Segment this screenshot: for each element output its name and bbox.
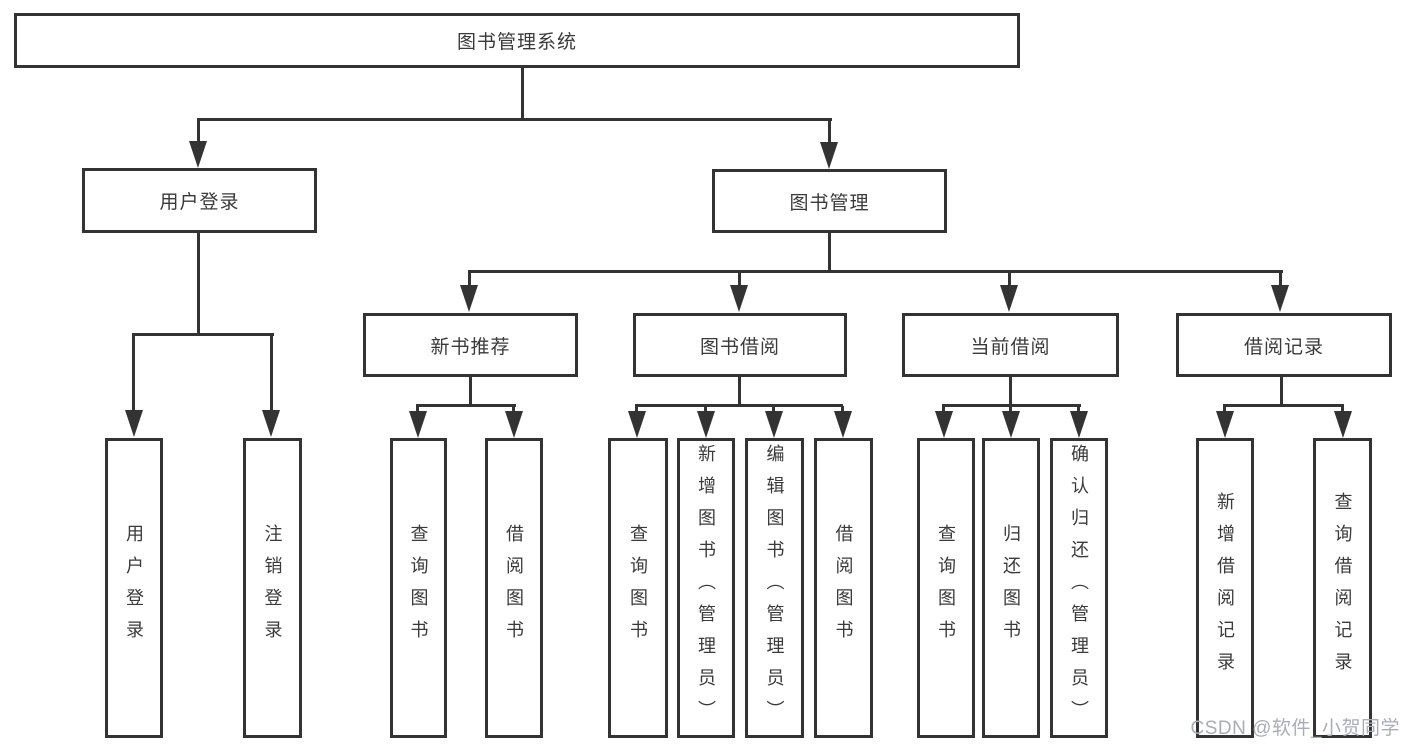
leaf-label: 注销登录 [262, 524, 283, 652]
connector-drop [416, 406, 419, 413]
node-user-login-leaf: 用户登录 [105, 438, 163, 738]
arrow-down-icon [189, 141, 207, 168]
arrow-down-icon [765, 411, 783, 438]
leaf-label: 查询图书 [628, 524, 648, 652]
leaf-label: 确认归还（管理员） [1069, 444, 1089, 732]
leaf-label: 用户登录 [124, 524, 144, 652]
node-library-management-system: 图书管理系统 [14, 13, 1020, 68]
node-current-borrowing: 当前借阅 [902, 313, 1119, 377]
leaf-label: 新增借阅记录 [1215, 492, 1235, 684]
node-borrowing-records: 借阅记录 [1176, 313, 1392, 377]
connector-drop [1077, 406, 1080, 413]
connector-drop [270, 335, 273, 410]
arrow-down-icon [460, 285, 478, 312]
arrow-down-icon [409, 411, 427, 438]
node-return-books-leaf: 归还图书 [982, 438, 1040, 738]
arrow-down-icon [697, 411, 715, 438]
node-new-book-recommendation: 新书推荐 [363, 313, 578, 377]
csdn-watermark: CSDN @软件_小贺同学 [1190, 718, 1400, 739]
node-book-management: 图书管理 [712, 169, 947, 233]
connector-drop [772, 406, 775, 413]
connector-drop-user-login [197, 120, 200, 142]
connector-drop [1279, 272, 1282, 286]
connector-drop [704, 406, 707, 413]
leaf-label: 借阅图书 [504, 524, 524, 652]
node-query-borrow-record-leaf: 查询借阅记录 [1313, 438, 1372, 738]
arrow-down-icon [834, 411, 852, 438]
node-query-books-leaf: 查询图书 [608, 438, 668, 738]
arrow-down-icon [125, 410, 143, 437]
connector-drop [468, 272, 471, 286]
connector-stem [469, 376, 472, 407]
arrow-down-icon [1334, 411, 1352, 438]
node-query-books-leaf: 查询图书 [917, 438, 975, 738]
connector-drop [635, 406, 638, 413]
node-borrow-books-leaf: 借阅图书 [485, 438, 543, 738]
arrow-down-icon [1271, 285, 1289, 312]
arrow-down-icon [730, 285, 748, 312]
node-add-books-admin-leaf: 新增图书（管理员） [677, 438, 735, 738]
connector-stem [738, 376, 741, 407]
connector-drop [1223, 406, 1226, 413]
connector-level3-rail [468, 270, 1283, 273]
connector-drop-book-management [828, 120, 831, 143]
node-edit-books-admin-leaf: 编辑图书（管理员） [745, 438, 804, 738]
connector-root-stem [521, 68, 524, 120]
arrow-down-icon [628, 411, 646, 438]
node-confirm-return-admin-leaf: 确认归还（管理员） [1050, 438, 1108, 738]
arrow-down-icon [1070, 411, 1088, 438]
node-add-borrow-record-leaf: 新增借阅记录 [1196, 438, 1254, 738]
node-book-borrowing: 图书借阅 [633, 313, 847, 377]
node-user-login: 用户登录 [82, 168, 317, 233]
connector-drop [738, 272, 741, 286]
leaf-label: 查询图书 [936, 524, 956, 652]
arrow-down-icon [1002, 411, 1020, 438]
connector-user-login-stem [197, 232, 200, 336]
connector-drop [1008, 272, 1011, 286]
connector-level2-rail [197, 118, 832, 121]
connector-drop [942, 406, 945, 413]
connector-stem [1280, 376, 1283, 407]
arrow-down-icon [1216, 411, 1234, 438]
connector-drop [1009, 406, 1012, 413]
leaf-label: 查询图书 [408, 524, 429, 652]
connector-drop [1341, 406, 1344, 413]
connector-user-login-rail [132, 333, 274, 336]
connector-rail [416, 404, 516, 407]
arrow-down-icon [820, 142, 838, 169]
connector-drop [132, 335, 135, 410]
node-logout-leaf: 注销登录 [243, 438, 302, 738]
leaf-label: 编辑图书（管理员） [764, 444, 785, 732]
connector-rail [1223, 404, 1344, 407]
connector-rail [942, 404, 1081, 407]
connector-drop [841, 406, 844, 413]
leaf-label: 新增图书（管理员） [696, 444, 716, 732]
arrow-down-icon [262, 410, 280, 437]
connector-book-management-stem [828, 232, 831, 272]
connector-drop [512, 406, 515, 413]
node-query-books-leaf: 查询图书 [390, 438, 447, 738]
connector-rail [635, 404, 843, 407]
leaf-label: 查询借阅记录 [1332, 492, 1353, 684]
node-borrow-books-leaf: 借阅图书 [814, 438, 873, 738]
leaf-label: 借阅图书 [833, 524, 854, 652]
arrow-down-icon [505, 411, 523, 438]
leaf-label: 归还图书 [1001, 524, 1021, 652]
arrow-down-icon [935, 411, 953, 438]
arrow-down-icon [1000, 285, 1018, 312]
connector-stem [1009, 376, 1012, 407]
